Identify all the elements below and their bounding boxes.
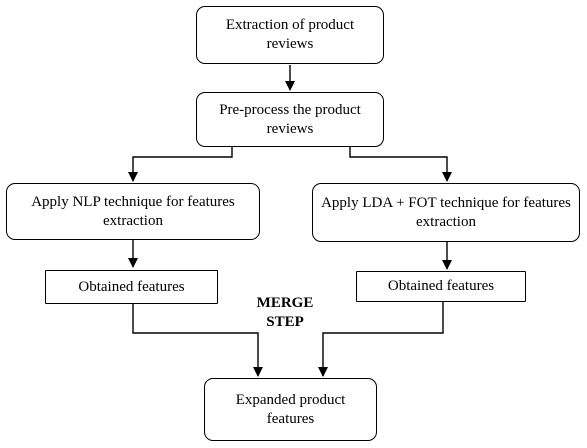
node-expanded-label: Expanded product features	[235, 391, 346, 427]
node-lda-label: Apply LDA + FOT technique for features e…	[321, 194, 571, 230]
node-expanded: Expanded product features	[204, 378, 377, 441]
node-nlp-label: Apply NLP technique for features extract…	[31, 193, 235, 229]
edge-preprocess-to-nlp	[128, 147, 233, 182]
node-extraction: Extraction of product reviews	[196, 6, 384, 64]
node-obtained-right: Obtained features	[356, 271, 526, 302]
node-nlp: Apply NLP technique for features extract…	[6, 183, 260, 240]
node-preprocess-label: Pre-process the product reviews	[219, 101, 361, 137]
node-obtained-right-label: Obtained features	[387, 278, 495, 294]
node-extraction-label: Extraction of product reviews	[225, 17, 355, 52]
edge-preprocess-to-lda	[349, 147, 452, 182]
node-lda: Apply LDA + FOT technique for features e…	[312, 183, 580, 242]
edge-obtained-left-to-expanded	[132, 304, 263, 377]
node-preprocess: Pre-process the product reviews	[196, 92, 384, 147]
node-obtained-left: Obtained features	[45, 270, 218, 304]
node-obtained-left-label: Obtained features	[78, 278, 185, 295]
edge-obtained-right-to-expanded	[318, 302, 444, 377]
merge-step-label: MERGE STEP	[256, 295, 314, 330]
